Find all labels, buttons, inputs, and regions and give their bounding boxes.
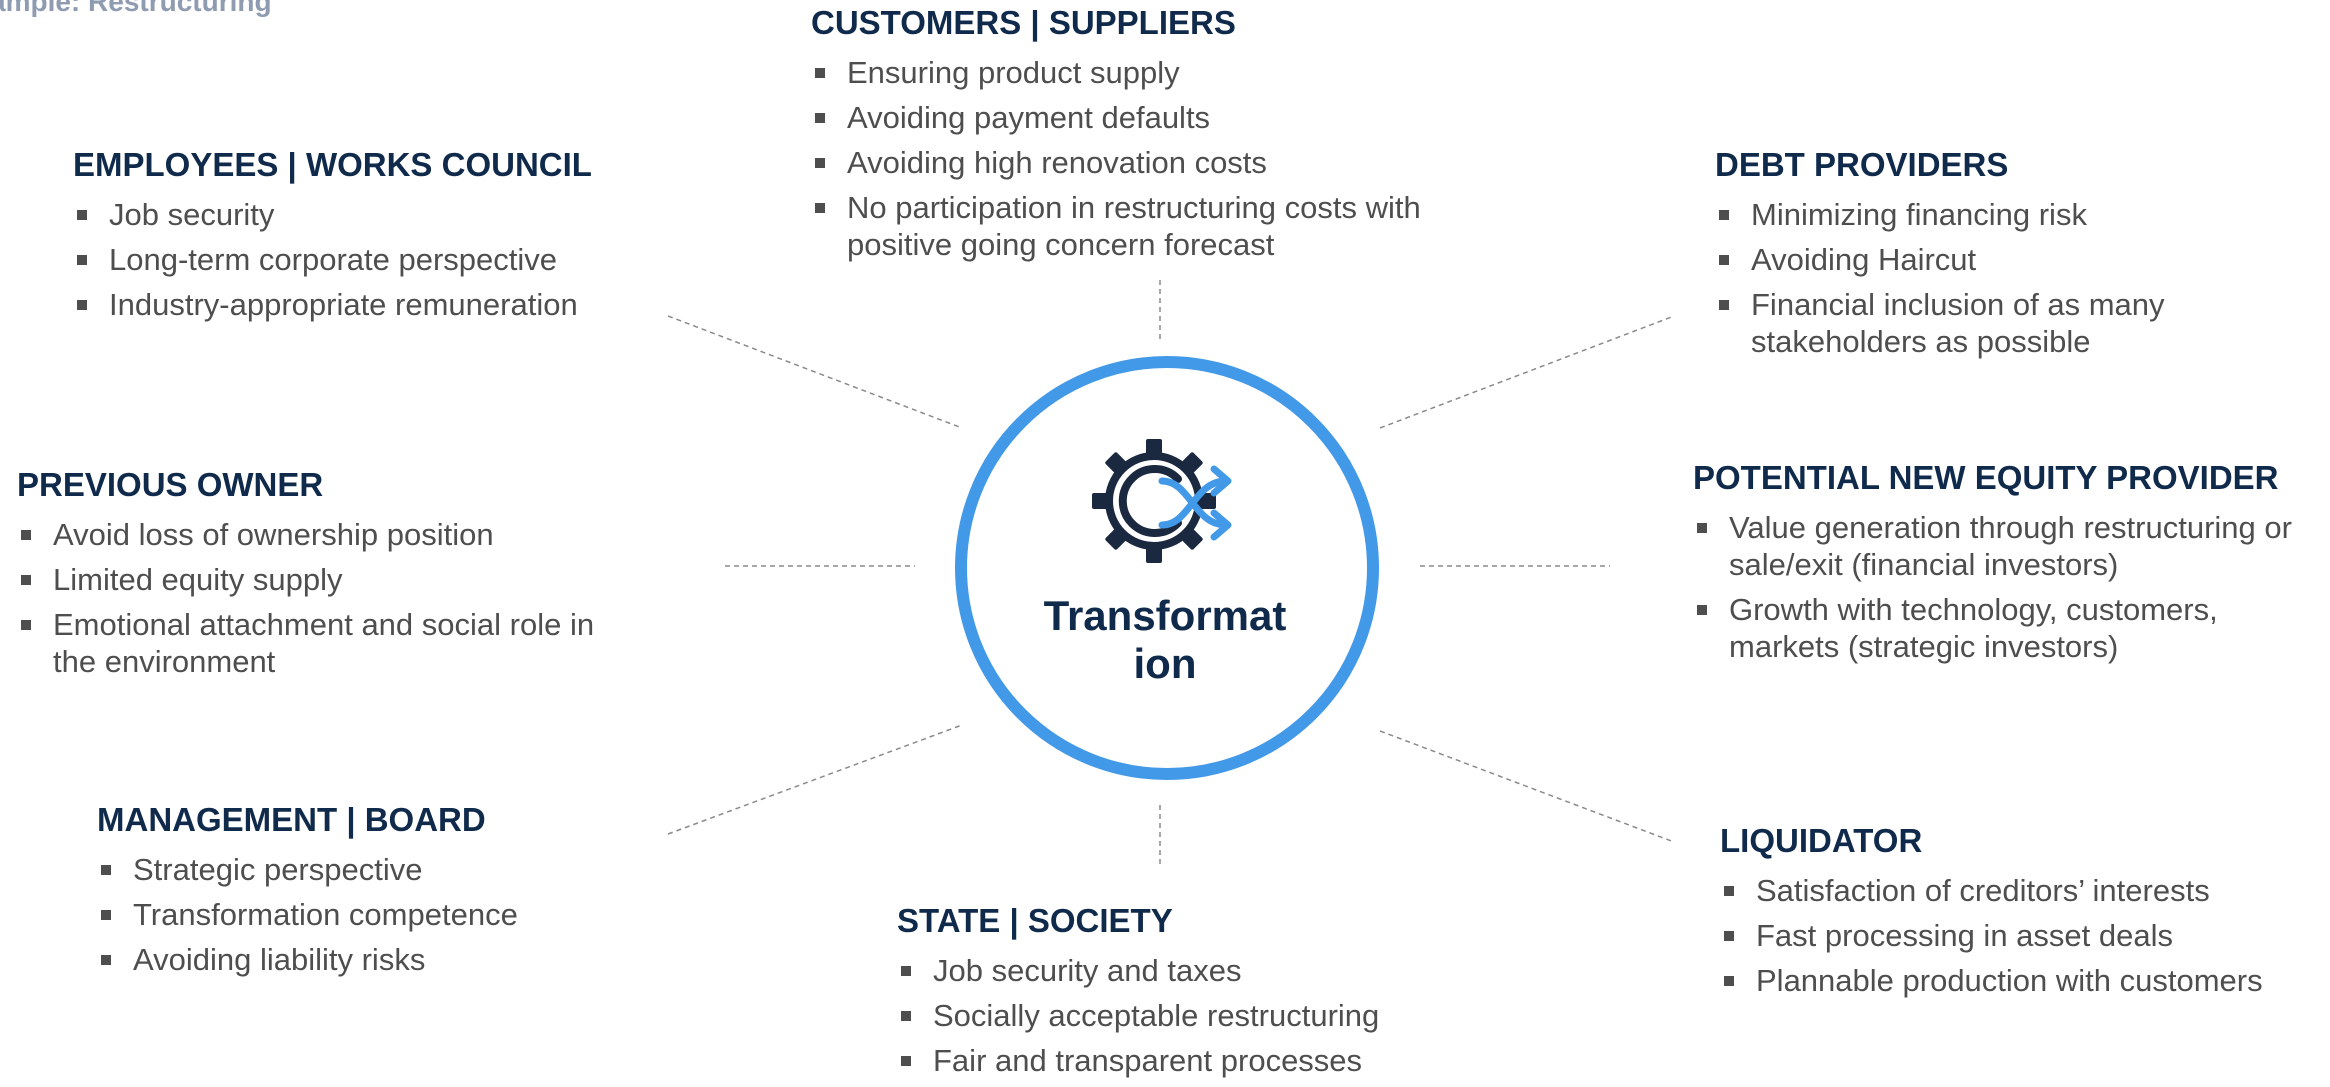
- bullet-item: Value generation through restructuring o…: [1693, 509, 2313, 583]
- bullet-item: Growth with technology, customers, marke…: [1693, 591, 2313, 665]
- gear-shuffle-icon: [1092, 439, 1232, 563]
- bullet-item: Socially acceptable restructuring: [897, 997, 1457, 1034]
- bullet-item: Ensuring product supply: [811, 54, 1491, 91]
- group-title: MANAGEMENT | BOARD: [97, 801, 486, 838]
- connector-line-upper-left: [667, 315, 963, 429]
- group-title: PREVIOUS OWNER: [17, 466, 324, 503]
- bullet-item: Avoiding liability risks: [97, 941, 657, 978]
- bullet-item: Avoiding Haircut: [1715, 241, 2215, 278]
- group-title: POTENTIAL NEW EQUITY PROVIDER: [1693, 459, 2279, 496]
- bullet-list: Minimizing financing risk Avoiding Hairc…: [1715, 196, 2215, 360]
- bullet-list: Job security Long-term corporate perspec…: [73, 196, 633, 323]
- bullet-item: Avoid loss of ownership position: [17, 516, 617, 553]
- group-title: CUSTOMERS | SUPPLIERS: [811, 4, 1236, 41]
- group-title: STATE | SOCIETY: [897, 902, 1173, 939]
- group-title: LIQUIDATOR: [1720, 822, 1923, 859]
- bullet-list: Strategic perspective Transformation com…: [97, 851, 657, 978]
- bullet-list: Avoid loss of ownership position Limited…: [17, 516, 617, 680]
- page-heading: ample: Restructuring: [0, 0, 272, 17]
- bullet-item: Job security and taxes: [897, 952, 1457, 989]
- bullet-item: Job security: [73, 196, 633, 233]
- bullet-item: No participation in restructuring costs …: [811, 189, 1491, 263]
- center-label: Transformat ion: [1043, 592, 1287, 687]
- group-title: EMPLOYEES | WORKS COUNCIL: [73, 146, 592, 183]
- bullet-item: Emotional attachment and social role in …: [17, 606, 617, 680]
- bullet-item: Strategic perspective: [97, 851, 657, 888]
- connector-line-upper-right: [1379, 315, 1675, 429]
- group-potential-new-equity-provider: POTENTIAL NEW EQUITY PROVIDER Value gene…: [1693, 459, 2313, 673]
- bullet-item: Minimizing financing risk: [1715, 196, 2215, 233]
- connector-line-lower-right: [1379, 730, 1675, 843]
- group-liquidator: LIQUIDATOR Satisfaction of creditors’ in…: [1720, 822, 2320, 1007]
- bullet-list: Satisfaction of creditors’ interests Fas…: [1720, 872, 2320, 999]
- bullet-item: Avoiding high renovation costs: [811, 144, 1491, 181]
- group-title: DEBT PROVIDERS: [1715, 146, 2009, 183]
- bullet-item: Fair and transparent processes: [897, 1042, 1457, 1079]
- bullet-list: Ensuring product supply Avoiding payment…: [811, 54, 1491, 263]
- bullet-item: Plannable production with customers: [1720, 962, 2320, 999]
- group-state-society: STATE | SOCIETY Job security and taxes S…: [897, 902, 1457, 1087]
- bullet-item: Industry-appropriate remuneration: [73, 286, 633, 323]
- bullet-item: Fast processing in asset deals: [1720, 917, 2320, 954]
- group-debt-providers: DEBT PROVIDERS Minimizing financing risk…: [1715, 146, 2215, 368]
- group-management-board: MANAGEMENT | BOARD Strategic perspective…: [97, 801, 657, 986]
- group-employees-works-council: EMPLOYEES | WORKS COUNCIL Job security L…: [73, 146, 633, 331]
- bullet-item: Satisfaction of creditors’ interests: [1720, 872, 2320, 909]
- connector-line-lower-left: [667, 724, 963, 835]
- group-customers-suppliers: CUSTOMERS | SUPPLIERS Ensuring product s…: [811, 4, 1491, 271]
- group-previous-owner: PREVIOUS OWNER Avoid loss of ownership p…: [17, 466, 617, 688]
- bullet-list: Value generation through restructuring o…: [1693, 509, 2313, 665]
- bullet-list: Job security and taxes Socially acceptab…: [897, 952, 1457, 1079]
- bullet-item: Avoiding payment defaults: [811, 99, 1491, 136]
- bullet-item: Limited equity supply: [17, 561, 617, 598]
- bullet-item: Transformation competence: [97, 896, 657, 933]
- bullet-item: Financial inclusion of as many stakehold…: [1715, 286, 2215, 360]
- bullet-item: Long-term corporate perspective: [73, 241, 633, 278]
